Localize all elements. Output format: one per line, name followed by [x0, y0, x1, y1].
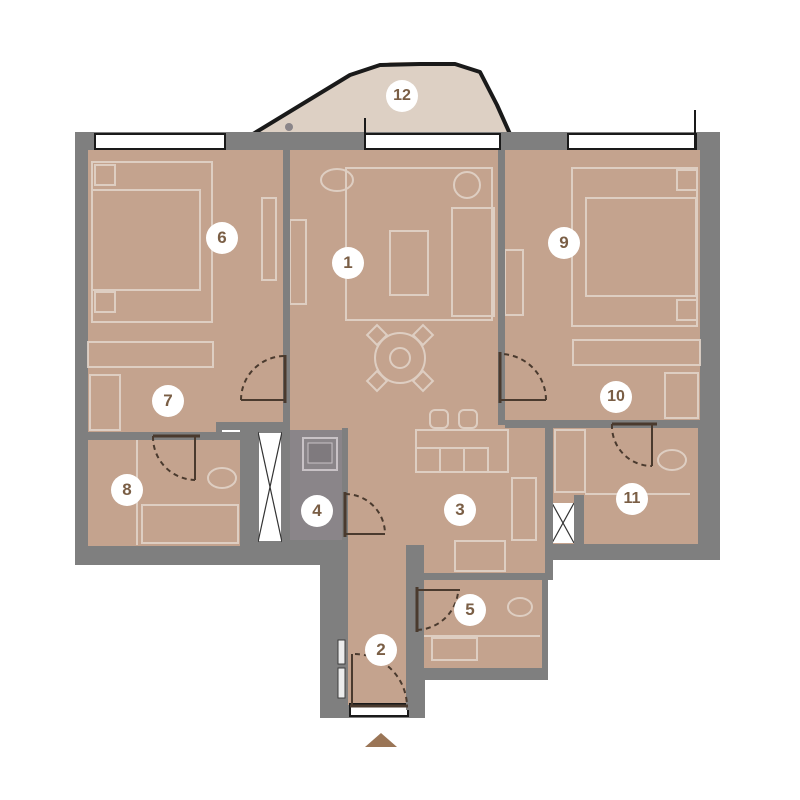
- tv-unit-room-6: [261, 197, 277, 281]
- room-number: 8: [122, 480, 132, 499]
- room-number: 4: [312, 501, 322, 520]
- balcony-outline: [251, 62, 512, 136]
- doors: [151, 352, 657, 708]
- interior-walls: [83, 150, 720, 710]
- shaft-left: [257, 431, 283, 543]
- rug-room-1: [345, 167, 493, 321]
- window-room-9: [567, 133, 697, 150]
- room-label-4: 4: [301, 495, 333, 527]
- coffee-table-icon: [389, 230, 429, 296]
- entry-arrow-icon: [365, 733, 397, 747]
- floor-room-9: [505, 150, 700, 345]
- room-label-1: 1: [332, 247, 364, 279]
- balcony-area: [255, 62, 510, 132]
- room-label-3: 3: [444, 494, 476, 526]
- wardrobe-room-10: [572, 339, 701, 366]
- wardrobe-room-7: [87, 341, 214, 368]
- window-room-1: [364, 133, 501, 150]
- toilet-room-11: [657, 449, 687, 471]
- room-number: 5: [465, 600, 475, 619]
- room-number: 3: [455, 500, 465, 519]
- floor-room-2: [348, 545, 406, 705]
- room-number: 7: [163, 391, 173, 410]
- door-room-6: [240, 355, 287, 403]
- room-number: 12: [393, 87, 411, 104]
- vanity-room-8: [141, 504, 239, 544]
- lamp-icon: [453, 171, 481, 199]
- door-entry: [350, 653, 408, 708]
- room-label-8: 8: [111, 474, 143, 506]
- room-label-2: 2: [365, 634, 397, 666]
- toilet-room-5: [507, 597, 533, 617]
- door-room-9: [498, 352, 547, 403]
- floor-room-3: [410, 425, 545, 573]
- floor-room-10: [505, 345, 700, 420]
- washer-door-icon: [307, 442, 333, 464]
- room-floors: [88, 150, 700, 705]
- kitchen-cabinet-right: [511, 477, 537, 541]
- room-number: 11: [623, 490, 641, 507]
- room-label-10: 10: [600, 381, 632, 413]
- bar-stool-2: [458, 409, 478, 429]
- floor-room-7-ext: [216, 340, 283, 422]
- toilet-room-8: [207, 467, 237, 489]
- room-label-9: 9: [548, 227, 580, 259]
- floor-room-1: [290, 150, 498, 430]
- door-room-11: [610, 422, 657, 468]
- window-room-6: [94, 133, 226, 150]
- kitchen-sink-icon: [454, 540, 506, 572]
- room-number: 10: [607, 388, 625, 405]
- room-number: 9: [559, 233, 569, 252]
- floor-room-7: [88, 340, 216, 432]
- room-label-11: 11: [616, 483, 648, 515]
- armchair-icon: [320, 168, 354, 192]
- vanity-room-5: [431, 637, 478, 661]
- door-room-8: [151, 434, 200, 481]
- dining-table-icon: [374, 332, 426, 384]
- washer-icon: [302, 437, 338, 471]
- room-label-7: 7: [152, 385, 184, 417]
- floor-room-6: [88, 150, 283, 340]
- floor-room-5: [424, 580, 542, 668]
- room-number: 2: [376, 640, 386, 659]
- furniture: [87, 161, 701, 699]
- room-number: 6: [217, 228, 227, 247]
- bar-stool-1: [429, 409, 449, 429]
- room-label-6: 6: [206, 222, 238, 254]
- door-room-4: [343, 492, 386, 537]
- shaft-right: [551, 502, 575, 544]
- room-label-12: 12: [386, 80, 418, 112]
- vanity-room-11: [554, 429, 586, 493]
- windows: [94, 133, 697, 717]
- room-label-5: 5: [454, 594, 486, 626]
- room-number: 1: [343, 253, 353, 272]
- balcony-post-icon: [285, 123, 293, 131]
- door-room-5: [415, 587, 460, 632]
- sofa-icon: [451, 207, 495, 317]
